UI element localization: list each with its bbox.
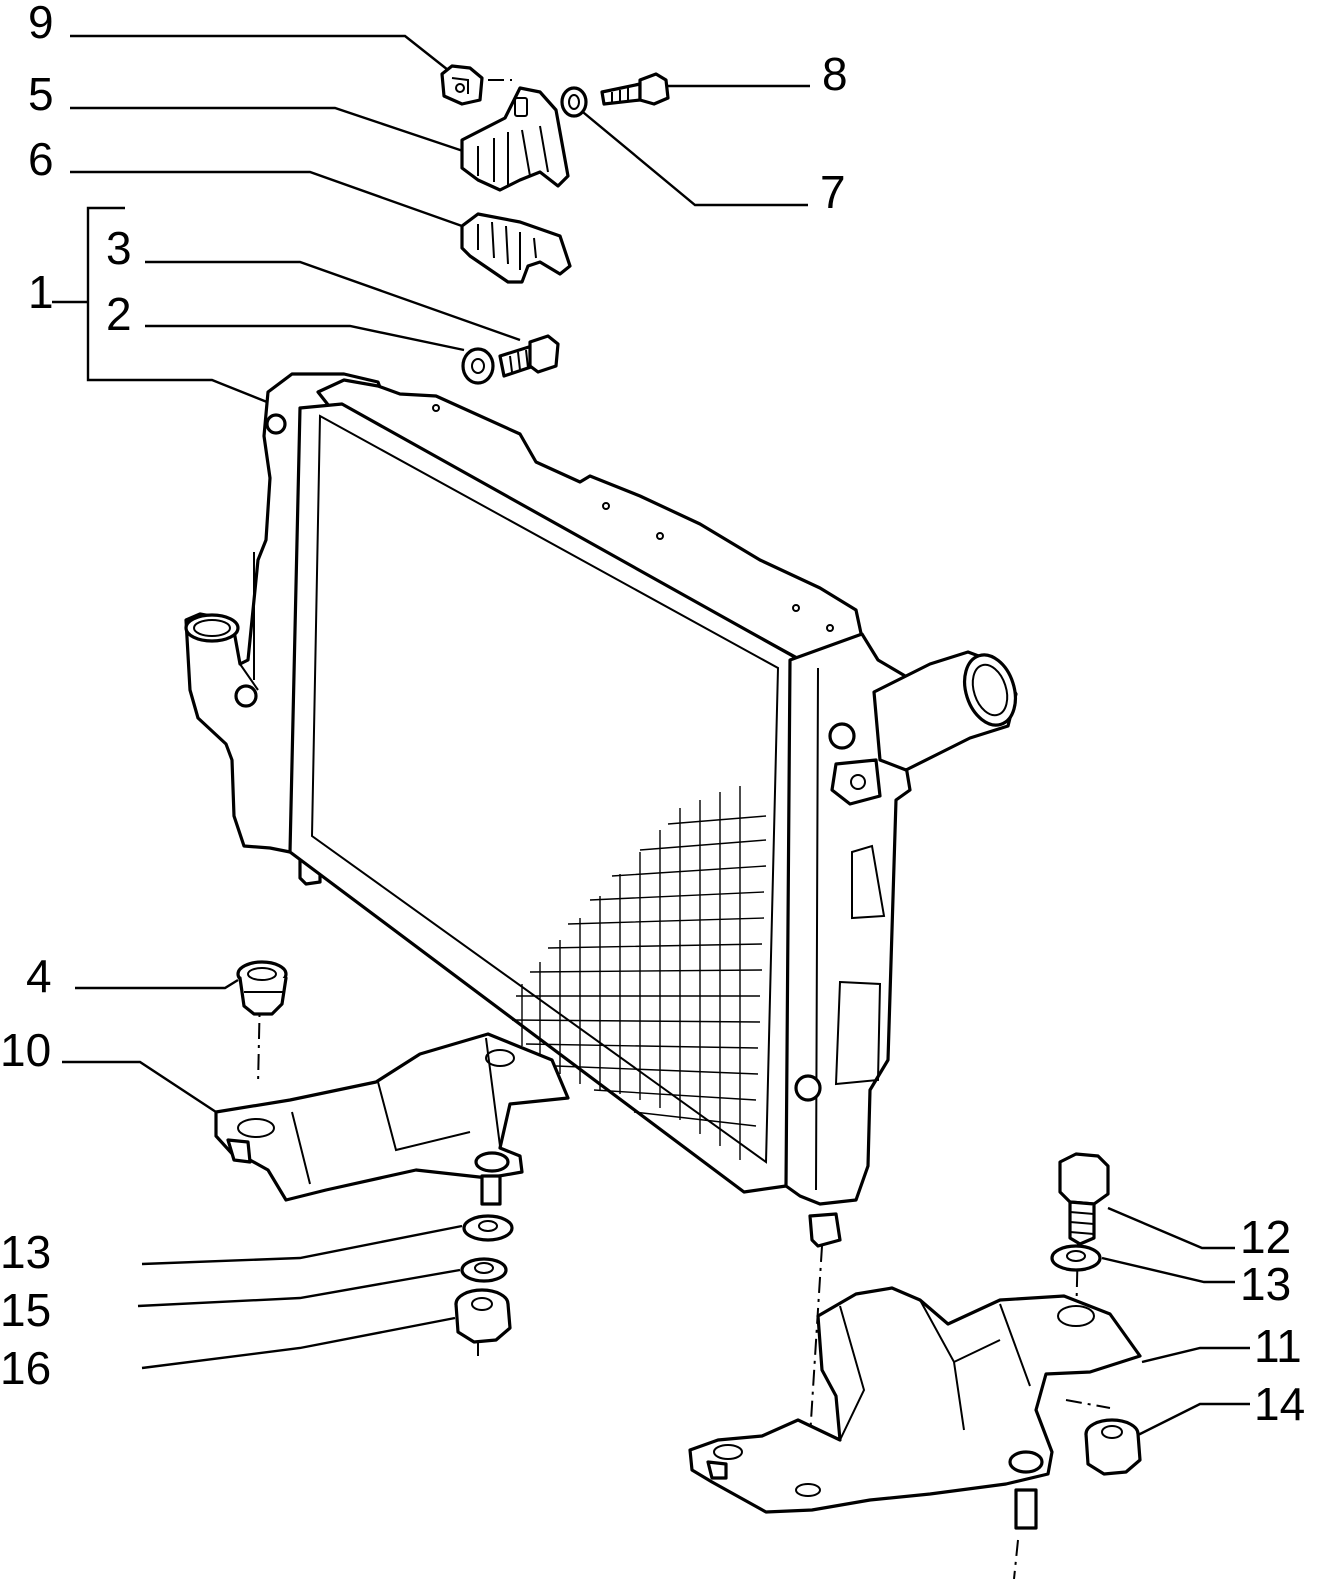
- leader-7: [577, 107, 808, 207]
- leader-5: [70, 106, 467, 154]
- callout-1: 1: [28, 266, 54, 318]
- leader-13-right: [1101, 1256, 1235, 1284]
- rubber-insulator-6: [460, 212, 572, 284]
- grommet-4: [236, 960, 288, 1016]
- radiator-core-fins: [511, 786, 767, 1160]
- spring-washer-15: [460, 1257, 508, 1283]
- leader-11: [1141, 1346, 1250, 1364]
- leader-1-bracket: [86, 206, 273, 406]
- leader-6: [70, 170, 463, 228]
- washer-13-right: [1050, 1244, 1102, 1272]
- leader-12: [1107, 1206, 1235, 1250]
- bolt-8: [600, 72, 670, 106]
- callout-12: 12: [1240, 1211, 1291, 1263]
- nut-14: [1084, 1418, 1142, 1476]
- axis-11-pin: [1013, 1539, 1019, 1579]
- axis-14: [1065, 1399, 1111, 1409]
- radiator-assembly-1: [184, 372, 1018, 1248]
- leader-3: [145, 260, 521, 342]
- callout-3: 3: [106, 222, 132, 274]
- callout-15: 15: [0, 1284, 51, 1336]
- nut-16: [454, 1288, 512, 1344]
- callout-8: 8: [822, 48, 848, 100]
- callout-16: 16: [0, 1342, 51, 1394]
- bolt-12: [1058, 1152, 1110, 1246]
- callout-2: 2: [106, 288, 132, 340]
- leader-4: [75, 978, 239, 990]
- washer-7: [560, 86, 588, 118]
- leader-9: [70, 34, 449, 71]
- callout-7: 7: [820, 166, 846, 218]
- callout-14: 14: [1254, 1378, 1305, 1430]
- leader-2: [145, 324, 465, 352]
- clip-nut-9: [440, 64, 484, 106]
- callout-labels: 9 5 6 8 7 3 1 2 4 10 13 15 16 12 13 11 1…: [0, 0, 1305, 1430]
- upper-bracket-5: [460, 86, 570, 192]
- callout-4: 4: [26, 950, 52, 1002]
- leader-13-left: [141, 1224, 463, 1266]
- screw-3: [498, 334, 560, 378]
- leader-15: [137, 1268, 461, 1308]
- leader-lines: [52, 34, 1250, 1438]
- callout-9: 9: [28, 0, 54, 48]
- axis-radiator-pin: [805, 1245, 823, 1501]
- leader-16: [141, 1316, 456, 1370]
- washer-13-left: [462, 1214, 514, 1242]
- callout-10: 10: [0, 1024, 51, 1076]
- leader-14: [1135, 1402, 1250, 1438]
- callout-11: 11: [1254, 1320, 1302, 1372]
- callout-13-left: 13: [0, 1226, 51, 1278]
- leader-10: [62, 1060, 217, 1114]
- washer-2: [461, 347, 495, 385]
- right-mount-bracket-11: [688, 1286, 1142, 1530]
- callout-6: 6: [28, 133, 54, 185]
- callout-5: 5: [28, 68, 54, 120]
- left-mount-bracket-10: [214, 1032, 570, 1206]
- callout-13-right: 13: [1240, 1258, 1291, 1310]
